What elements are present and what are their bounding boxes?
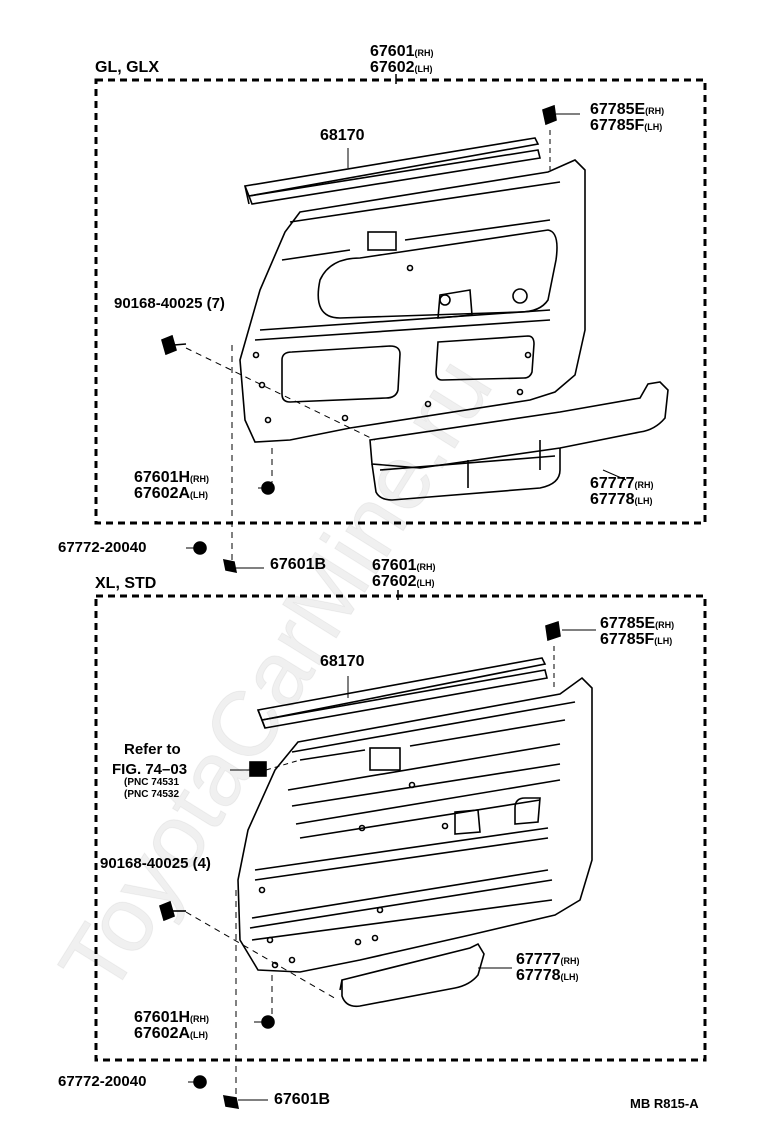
top-clip-rh-suffix: (RH) <box>645 106 665 116</box>
bottom-clip-rh-label: 67785E(RH) <box>600 616 674 632</box>
top-weatherstrip-label: 68170 <box>320 127 365 144</box>
top-pocket-lh-number: 67778 <box>590 491 635 508</box>
top-screw <box>161 334 187 356</box>
top-clip2-lh-label: 67602A(LH) <box>134 486 208 502</box>
top-screw-label: 90168-40025 (7) <box>114 296 225 311</box>
mid-part-a-label: 67772-20040 <box>58 539 147 556</box>
top-pocket-rh-number: 67777 <box>590 475 635 492</box>
bottom-part-b-label: 67601B <box>274 1091 331 1108</box>
bottom-pocket-lh-suffix: (LH) <box>560 972 579 982</box>
top-weatherstrip <box>243 137 541 205</box>
bottom-pocket-rh-label: 67777(RH) <box>516 952 580 968</box>
top-assembly-rh: 67601(RH) <box>370 44 434 60</box>
bottom-screw-number: 90168-40025 <box>100 855 189 872</box>
top-assembly-rh-suffix: (RH) <box>414 48 434 58</box>
bottom-clip-67785 <box>545 620 596 688</box>
top-clip-rh-label: 67785E(RH) <box>590 102 664 118</box>
bottom-screw-67601b <box>222 1095 268 1109</box>
refer-pnc2: (PNC 74532 <box>124 789 180 800</box>
top-clip-lh-number: 67785F <box>590 117 645 134</box>
bottom-screw-qty: (4) <box>192 855 211 872</box>
top-clip-67601h <box>258 481 275 495</box>
bottom-clip-rh-number: 67785E <box>600 615 656 632</box>
bottom-clip2-rh-number: 67601H <box>134 1009 191 1026</box>
top-door-pocket <box>369 381 669 501</box>
top-variant-label: GL, GLX <box>95 59 159 76</box>
bottom-part-a-label: 67772-20040 <box>58 1073 147 1090</box>
bottom-clip2-lh-suffix: (LH) <box>190 1030 209 1040</box>
top-door-panel <box>239 159 586 443</box>
top-clip2-rh-label: 67601H(RH) <box>134 470 209 486</box>
top-pocket-lh-suffix: (LH) <box>634 496 653 506</box>
top-clip-lh-suffix: (LH) <box>644 122 663 132</box>
bottom-door-panel <box>237 676 593 973</box>
top-clip2-rh-suffix: (RH) <box>190 474 210 484</box>
bottom-weatherstrip <box>256 657 548 729</box>
bottom-clip-lh-number: 67785F <box>600 631 655 648</box>
top-screw-number: 90168-40025 <box>114 295 203 312</box>
bottom-pocket-lh-label: 67778(LH) <box>516 968 579 984</box>
bottom-assembly-lh: 67602(LH) <box>372 574 435 590</box>
bottom-pocket-lh-number: 67778 <box>516 967 561 984</box>
mid-part-b-label: 67601B <box>270 556 327 573</box>
top-clip2-lh-number: 67602A <box>134 485 191 502</box>
top-pocket-rh-suffix: (RH) <box>634 480 654 490</box>
top-pocket-lh-label: 67778(LH) <box>590 492 653 508</box>
bottom-clip2-lh-label: 67602A(LH) <box>134 1026 208 1042</box>
bottom-door-pocket <box>339 942 512 1008</box>
top-clip-rh-number: 67785E <box>590 101 646 118</box>
top-assembly-lh-suffix: (LH) <box>414 64 433 74</box>
bottom-weatherstrip-label: 68170 <box>320 653 365 670</box>
bottom-clip-lh-suffix: (LH) <box>654 636 673 646</box>
refer-line1: Refer to <box>124 741 181 758</box>
top-clip-lh-label: 67785F(LH) <box>590 118 662 134</box>
bottom-screw <box>159 900 186 922</box>
bottom-assembly-rh: 67601(RH) <box>372 558 436 574</box>
bottom-frame <box>94 594 707 1062</box>
bottom-screw-label: 90168-40025 (4) <box>100 856 211 871</box>
bottom-assembly-lh-number: 67602 <box>372 573 417 590</box>
bottom-pocket-rh-number: 67777 <box>516 951 561 968</box>
bottom-clip-67601h <box>254 1015 275 1029</box>
bottom-clip-lh-label: 67785F(LH) <box>600 632 672 648</box>
top-assembly-lh-number: 67602 <box>370 59 415 76</box>
bottom-clip2-rh-label: 67601H(RH) <box>134 1010 209 1026</box>
bottom-variant-label: XL, STD <box>95 575 157 592</box>
top-pocket-rh-label: 67777(RH) <box>590 476 654 492</box>
bottom-clip2-lh-number: 67602A <box>134 1025 191 1042</box>
refer-pnc1: (PNC 74531 <box>124 777 180 788</box>
bottom-clip-rh-suffix: (RH) <box>655 620 675 630</box>
refer-line2: FIG. 74–03 <box>112 761 188 778</box>
bottom-clip-67772 <box>188 1075 207 1089</box>
top-screw-qty: (7) <box>206 295 225 312</box>
top-clip2-rh-number: 67601H <box>134 469 191 486</box>
refer-bracket <box>230 759 301 777</box>
top-assembly-rh-number: 67601 <box>370 43 415 60</box>
top-clip2-lh-suffix: (LH) <box>190 490 209 500</box>
diagram-code: MB R815-A <box>630 1096 699 1111</box>
bottom-assembly-rh-number: 67601 <box>372 557 417 574</box>
mid-clip-67772 <box>186 541 207 555</box>
top-clip-67785 <box>542 104 580 170</box>
mid-screw-67601b <box>222 558 264 574</box>
bottom-pocket-rh-suffix: (RH) <box>560 956 580 966</box>
bottom-clip2-rh-suffix: (RH) <box>190 1014 210 1024</box>
bottom-assembly-rh-suffix: (RH) <box>416 562 436 572</box>
top-assembly-lh: 67602(LH) <box>370 60 433 76</box>
bottom-assembly-lh-suffix: (LH) <box>416 578 435 588</box>
